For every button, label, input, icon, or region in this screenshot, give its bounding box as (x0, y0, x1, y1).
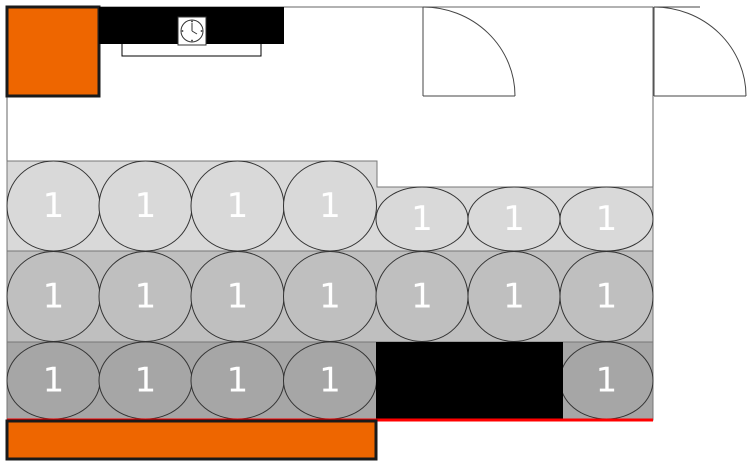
seat-label: 1 (503, 277, 525, 317)
seat-label: 1 (43, 277, 65, 317)
seat[interactable]: 1 (467, 186, 561, 252)
seat[interactable]: 1 (190, 251, 285, 342)
seat[interactable]: 1 (6, 341, 101, 420)
seat-label: 1 (227, 361, 249, 401)
seat[interactable]: 1 (559, 186, 654, 252)
seat[interactable]: 1 (467, 251, 561, 342)
seat-label: 1 (43, 361, 65, 401)
seat[interactable]: 1 (190, 160, 285, 252)
seat-label: 1 (411, 199, 433, 239)
seat[interactable]: 1 (98, 251, 193, 342)
seat-label: 1 (227, 186, 249, 226)
black-floor-block (376, 342, 563, 420)
seat-label: 1 (319, 361, 341, 401)
orange-cabinet-bottom (5, 419, 378, 461)
seat-label: 1 (596, 277, 618, 317)
seat[interactable]: 1 (283, 341, 377, 420)
seat-group-bottom-row: 1 1 1 1 1 (6, 341, 654, 420)
seat-label: 1 (135, 277, 157, 317)
seat-label: 1 (227, 277, 249, 317)
seat-label: 1 (135, 186, 157, 226)
seat-label: 1 (319, 277, 341, 317)
seat-label: 1 (596, 199, 618, 239)
seat[interactable]: 1 (283, 251, 377, 342)
seat[interactable]: 1 (190, 341, 285, 420)
seat-label: 1 (411, 277, 433, 317)
seat[interactable]: 1 (559, 251, 654, 342)
seat-label: 1 (503, 199, 525, 239)
seat[interactable]: 1 (6, 160, 101, 252)
seat-label: 1 (43, 186, 65, 226)
seat[interactable]: 1 (98, 160, 193, 252)
orange-cabinet-top (5, 5, 101, 98)
seat[interactable]: 1 (375, 186, 469, 252)
door-right (653, 6, 747, 97)
seat-group-middle-row: 1 1 1 1 1 1 1 (6, 251, 654, 342)
seat[interactable]: 1 (6, 251, 101, 342)
seat[interactable]: 1 (375, 251, 469, 342)
seat[interactable]: 1 (98, 341, 193, 420)
seat-label: 1 (319, 186, 341, 226)
seat[interactable]: 1 (283, 160, 377, 252)
clock-icon (177, 16, 207, 46)
seat[interactable]: 1 (559, 341, 654, 420)
seat-label: 1 (135, 361, 157, 401)
seat-label: 1 (596, 361, 618, 401)
door-left (422, 6, 516, 97)
seat-group-top-row: 1 1 1 1 1 1 1 (6, 160, 654, 252)
